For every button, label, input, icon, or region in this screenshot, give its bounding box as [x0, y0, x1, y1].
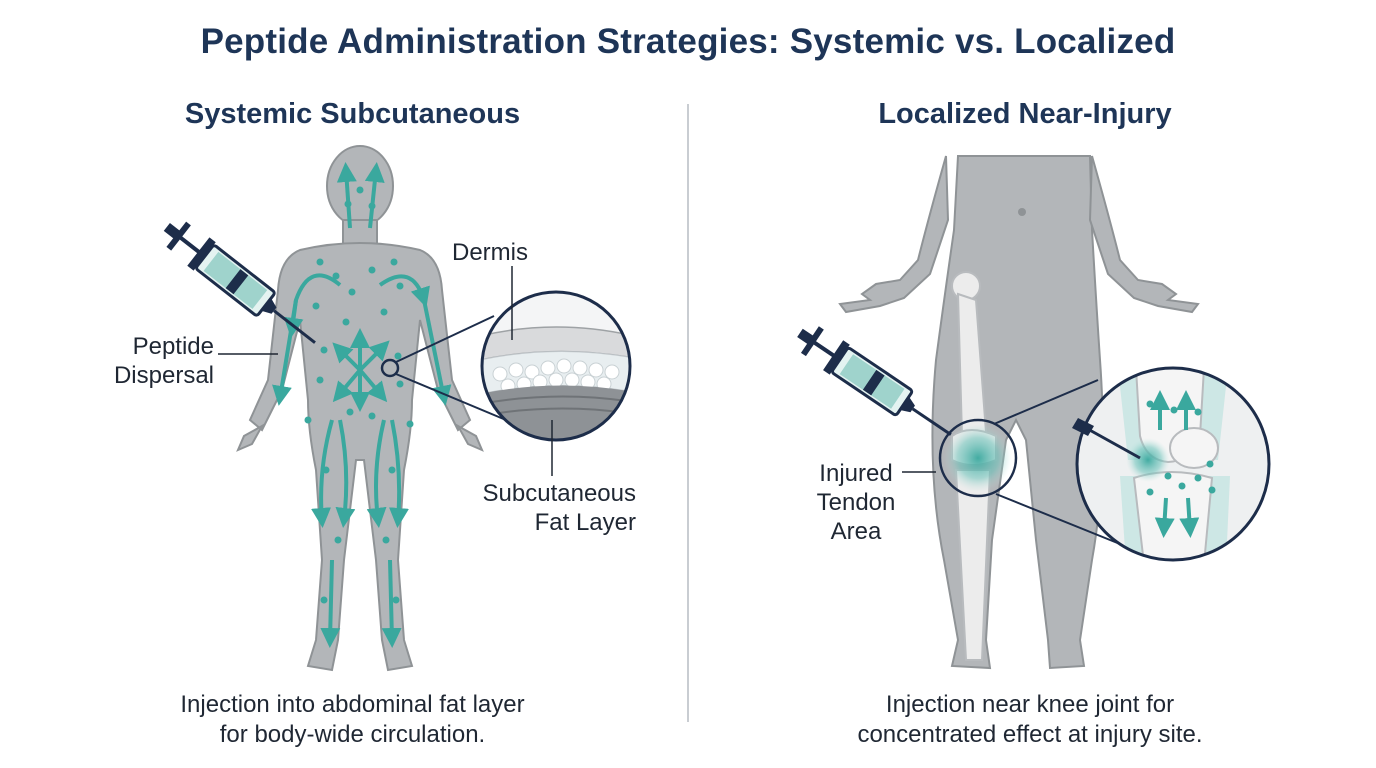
- page-title: Peptide Administration Strategies: Syste…: [200, 22, 1176, 61]
- callout-needle-icon: [1072, 418, 1141, 460]
- knee-callout-ring: [1075, 366, 1271, 562]
- localized-caption: Injection near knee joint for concentrat…: [857, 691, 1203, 748]
- dispersal-arrows: [272, 162, 452, 648]
- fat-layer-label: Subcutaneous Fat Layer: [482, 480, 636, 536]
- systemic-caption: Injection into abdominal fat layer for b…: [180, 691, 525, 748]
- dermis-label: Dermis: [452, 239, 528, 266]
- injured-tendon-label: Injured Tendon Area: [816, 460, 896, 545]
- knee-zoom-connectors: [993, 379, 1121, 545]
- skin-zoom-connectors: [395, 315, 507, 421]
- knee-injury-glow: [944, 424, 1012, 492]
- navel: [1018, 208, 1026, 216]
- peptide-particles: [304, 186, 414, 604]
- right-syringe-icon: [797, 326, 952, 436]
- abdomen-injection-site: [380, 358, 400, 378]
- knee-injection-site: [938, 418, 1018, 498]
- peptide-dispersal-label: Peptide Dispersal: [113, 333, 214, 389]
- left-syringe-icon: [163, 221, 316, 344]
- localized-panel-heading: Localized Near-Injury: [878, 98, 1172, 130]
- left-leader-lines: [218, 266, 553, 476]
- knee-cross-section: [1077, 368, 1269, 560]
- left-body-figure: [236, 145, 484, 672]
- systemic-panel-heading: Systemic Subcutaneous: [184, 98, 521, 130]
- skin-callout-ring: [480, 290, 632, 442]
- panel-divider: [687, 104, 689, 722]
